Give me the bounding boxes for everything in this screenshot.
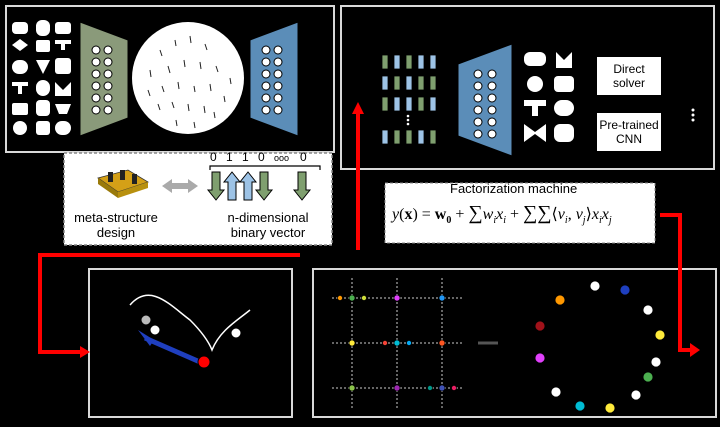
binary-vector-label: n-dimensional binary vector xyxy=(210,210,326,240)
structure-thumbnails xyxy=(12,20,71,135)
decoder-shape-2 xyxy=(457,43,513,157)
bit-arrows xyxy=(206,171,312,201)
qubo-graph-panel xyxy=(312,268,717,418)
decoder-shape xyxy=(249,21,299,137)
meta-structure-icon xyxy=(97,169,149,198)
binary-columns xyxy=(381,54,437,145)
pretrained-cnn-line1: Pre-trained xyxy=(599,118,659,132)
fm-box xyxy=(384,182,656,244)
vae-panel xyxy=(5,5,335,153)
bit-n: 0 xyxy=(300,150,307,164)
bit-1: 1 xyxy=(226,150,233,164)
pretrained-cnn-line2: CNN xyxy=(616,132,642,146)
binary-vector-line1: n-dimensional xyxy=(227,210,309,225)
qubo-ring xyxy=(534,280,666,414)
direct-solver-line1: Direct xyxy=(613,62,645,76)
fm-title: Factorization machine xyxy=(450,181,578,196)
direct-solver-line2: solver xyxy=(612,76,645,90)
binary-vector-line2: binary vector xyxy=(230,225,306,240)
design-vector-box xyxy=(63,152,333,246)
optimization-panel xyxy=(88,268,293,418)
lattice-nodes xyxy=(337,294,457,392)
pretrained-cnn-box: Pre-trained CNN xyxy=(596,112,662,152)
bit-2: 1 xyxy=(242,150,249,164)
direct-solver-box: Direct solver xyxy=(596,56,662,96)
encoder-shape xyxy=(79,21,129,137)
meta-structure-line2: design xyxy=(96,225,136,240)
double-arrow-icon xyxy=(162,179,198,193)
bit-ellipsis: ooo xyxy=(274,153,290,163)
latent-space-sphere xyxy=(132,22,244,134)
bit-0: 0 xyxy=(210,150,217,164)
generated-structures xyxy=(524,52,574,142)
bit-3: 0 xyxy=(258,150,265,164)
flow-arrows xyxy=(38,112,690,354)
meta-structure-line1: meta-structure xyxy=(74,210,158,225)
meta-structure-label: meta-structure design xyxy=(72,210,160,240)
fm-equation: y(x) = w0 + ∑wixi + ∑∑⟨vi, vj⟩xixj xyxy=(392,202,612,227)
training-panel xyxy=(340,5,715,170)
